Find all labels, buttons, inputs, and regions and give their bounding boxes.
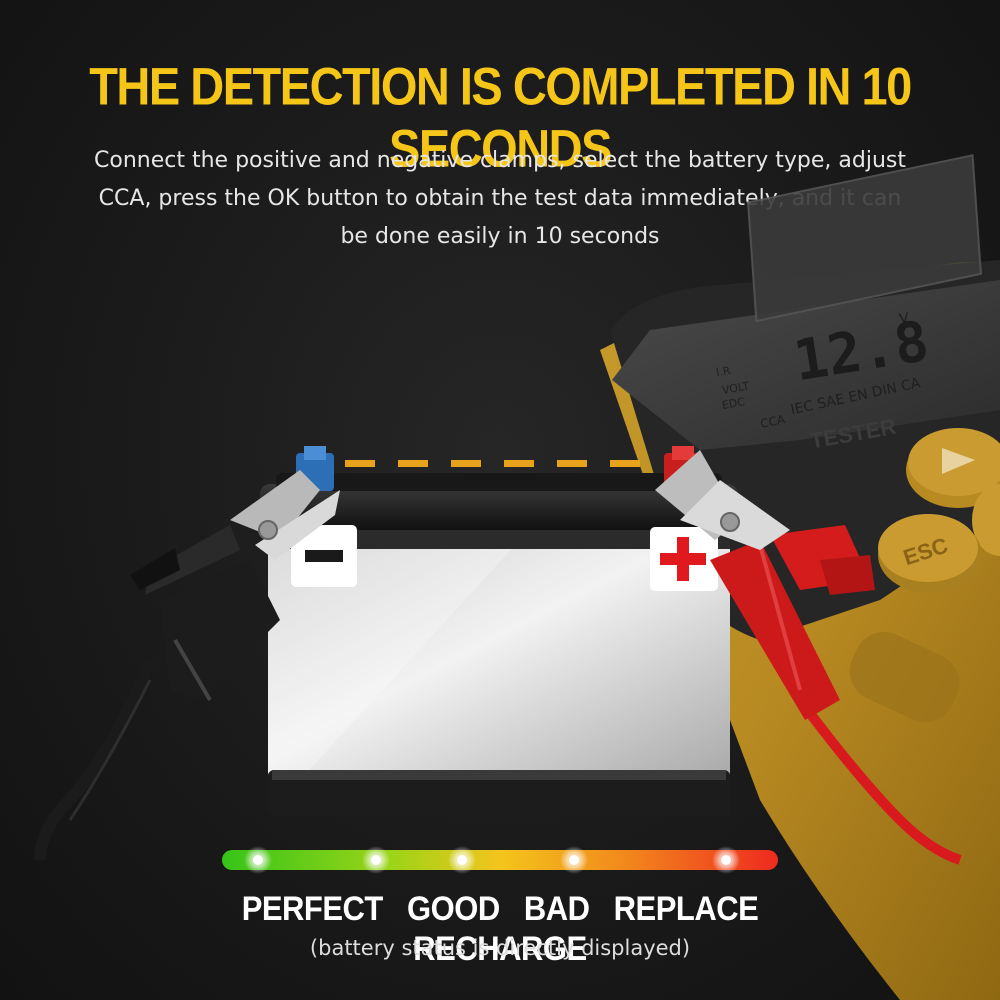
battery-indicator-strips (345, 460, 640, 467)
tester-label-ir: I.R (715, 364, 732, 379)
subtitle: Connect the positive and negative clamps… (94, 148, 906, 249)
headline: THE DETECTION IS COMPLETED IN 10 SECONDS (89, 56, 912, 178)
tester-label-volt: VOLT (721, 379, 750, 397)
car-battery (260, 446, 738, 816)
play-button[interactable] (906, 428, 1000, 508)
status-labels: PERFECT GOOD BAD REPLACE RECHARGE (150, 889, 850, 968)
tester-unit: V (898, 310, 910, 327)
status-label-good: GOOD (407, 889, 500, 928)
positive-clamp (655, 450, 962, 865)
tester-label-cca: CCA (759, 412, 787, 431)
status-label-recharge: RECHARGE (413, 929, 587, 968)
status-label-replace: REPLACE (613, 889, 759, 928)
status-note: (battery status is directly displayed) (309, 936, 691, 960)
esc-button[interactable]: ESC (878, 514, 982, 593)
status-gradient-bar (222, 846, 778, 874)
negative-clamp (34, 470, 340, 861)
tester-label-edc: EDC (721, 395, 746, 412)
ok-button[interactable] (972, 484, 1000, 556)
status-label-perfect: PERFECT (241, 889, 384, 928)
status-label-bad: BAD (523, 889, 590, 928)
